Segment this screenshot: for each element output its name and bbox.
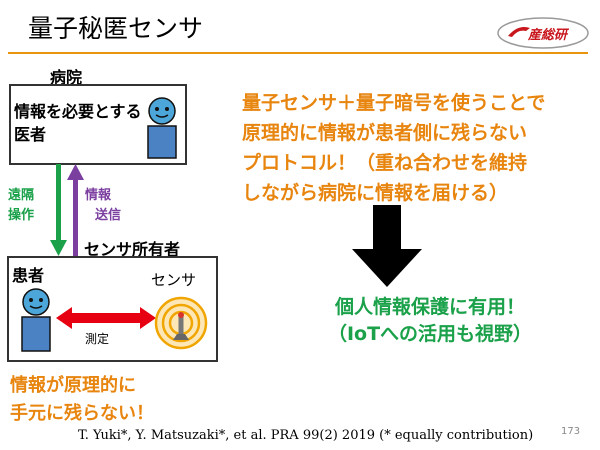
doctor-box (9, 84, 187, 165)
measurement-double-arrow (56, 307, 156, 329)
main-line-2: 原理的に情報が患者側に残らない (242, 122, 528, 144)
hospital-label: 病院 (50, 68, 83, 87)
measurement-label: 測定 (85, 332, 110, 346)
information-send-label: 情報 送信 (85, 186, 121, 226)
result-statement: 個人情報保護に有用！ （IoTへの活用も視野） (280, 294, 580, 348)
page-number: 173 (561, 426, 581, 437)
result-line-2: （IoTへの活用も視野） (327, 323, 533, 345)
sensor-label: センサ (151, 271, 197, 289)
aist-logo-icon (497, 17, 589, 49)
citation: T. Yuki*, Y. Matsuzaki*, et al. PRA 99(2… (78, 428, 534, 443)
sensor-icon (154, 296, 208, 350)
remote-operation-label: 遠隔 操作 (8, 186, 34, 226)
patient-box (7, 256, 218, 362)
patient-label: 患者 (12, 266, 45, 285)
slide-title: 量子秘匿センサ (28, 14, 204, 43)
result-line-1: 個人情報保護に有用！ (334, 296, 525, 318)
remote-operation-label-line1: 遠隔 (8, 188, 35, 203)
information-send-arrow (67, 164, 84, 256)
doctor-box-text: 情報を必要とする医者 (14, 102, 142, 144)
main-line-4: しながら病院に情報を届ける） (242, 182, 509, 204)
sensor-owner-label: センサ所有者 (84, 240, 181, 259)
patient-person-icon (21, 288, 51, 352)
main-explanation: 量子センサ＋量子暗号を使うことで 原理的に情報が患者側に残らない プロトコル！（… (242, 88, 598, 208)
main-line-3: プロトコル！（重ね合わせを維持 (242, 152, 528, 174)
remote-operation-label-line2: 操作 (8, 208, 35, 223)
main-line-1: 量子センサ＋量子暗号を使うことで (242, 92, 546, 114)
information-send-label-line1: 情報 (85, 188, 112, 203)
vertical-arrows (50, 164, 84, 256)
information-send-label-line2: 送信 (95, 208, 122, 223)
bottom-highlight: 情報が原理的に 手元に残らない！ (10, 372, 240, 428)
doctor-person-icon (147, 97, 177, 159)
logo-text: 産総研 (528, 28, 568, 43)
bottom-line-2: 手元に残らない！ (10, 403, 154, 424)
bottom-line-1: 情報が原理的に (10, 375, 136, 396)
remote-operation-arrow (50, 164, 67, 256)
title-divider (8, 52, 588, 54)
down-arrow-icon (352, 205, 422, 287)
